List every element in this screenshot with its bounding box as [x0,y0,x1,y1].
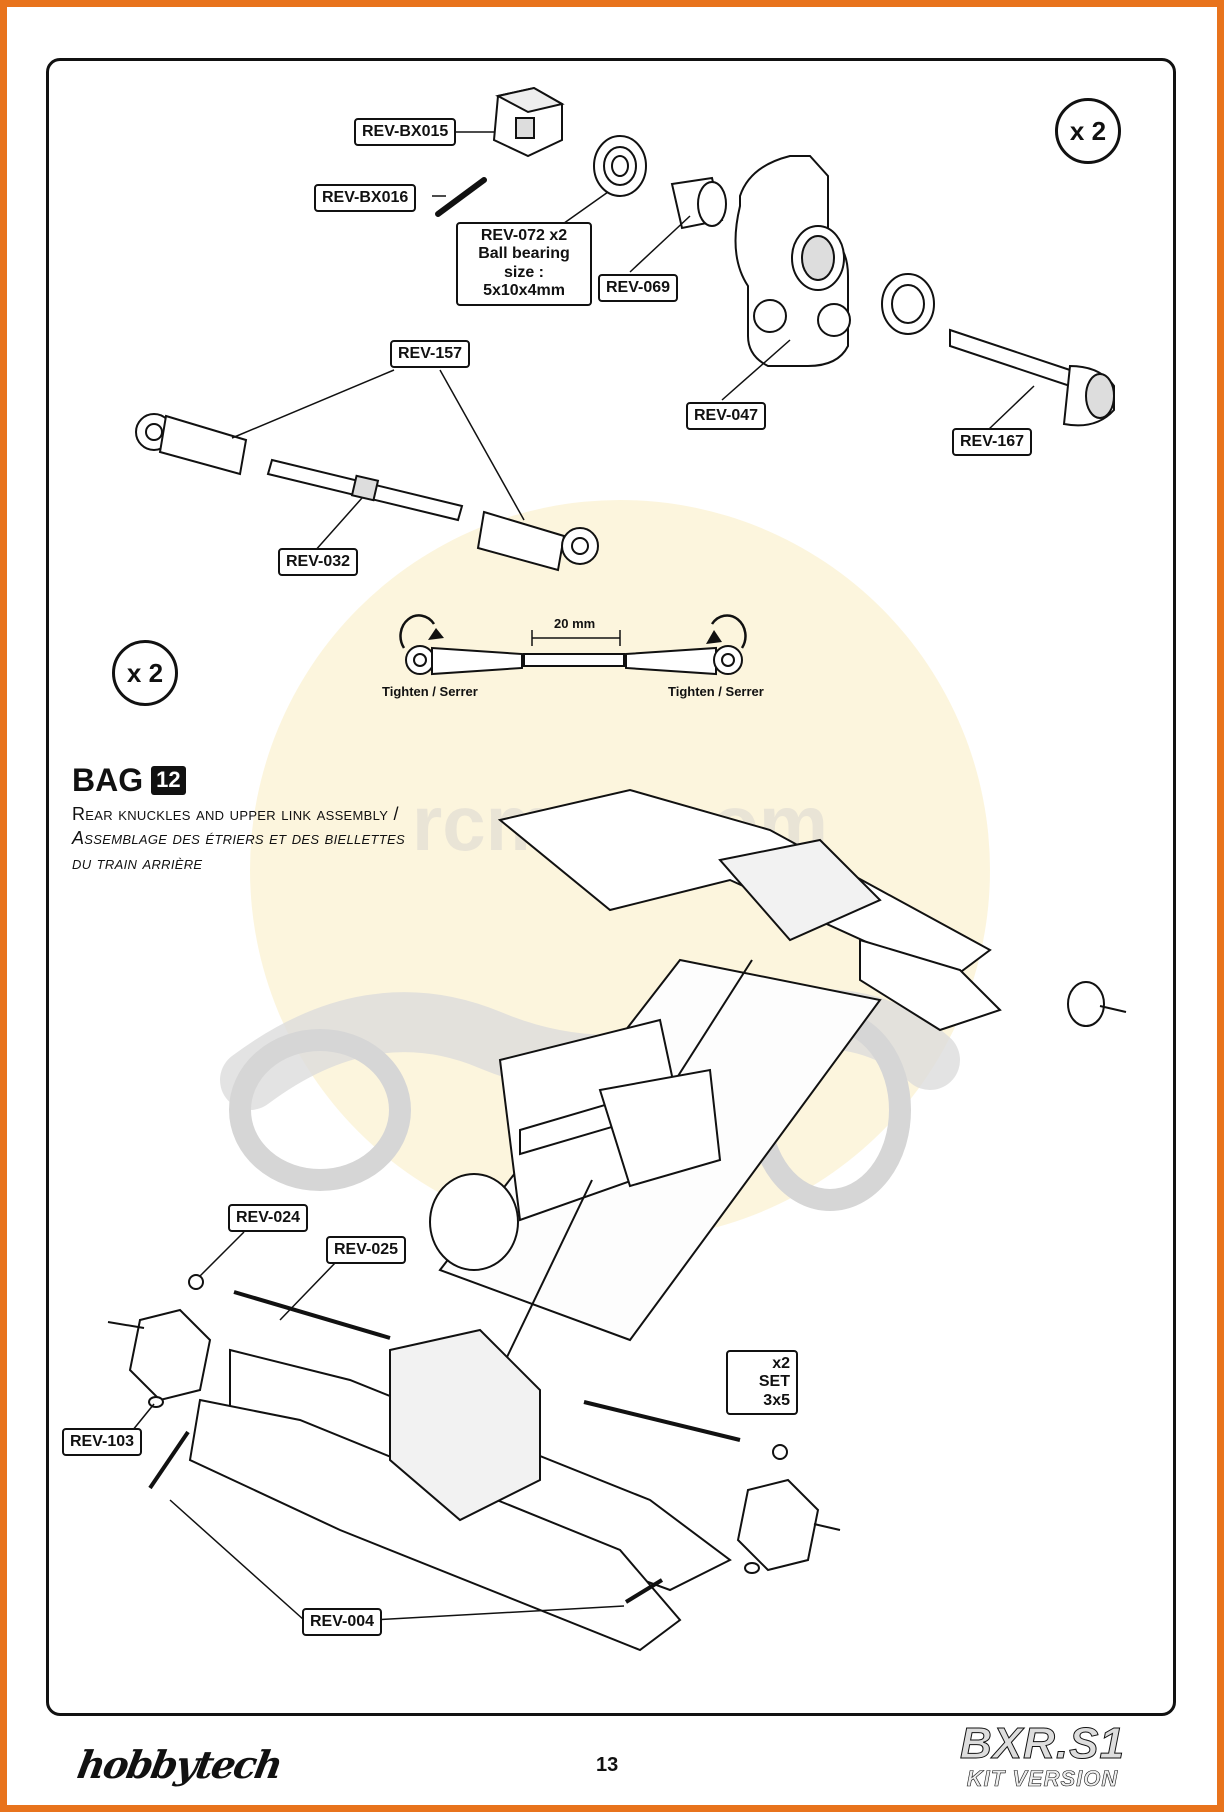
brand-logo-right: BXR.S1 KIT VERSION [960,1719,1125,1792]
page-number: 13 [596,1754,619,1776]
bag-description-fr-1: Assemblage des étriers et des biellettes [72,826,472,850]
content-frame [46,58,1176,1716]
quantity-badge-top: x 2 [1055,98,1121,164]
tighten-label-right: Tighten / Serrer [668,684,764,699]
bag-description: Rear knuckles and upper link assembly / … [72,802,472,875]
bag-number: 12 [151,766,186,795]
part-label-rev-072: REV-072 x2 Ball bearing size : 5x10x4mm [456,222,592,306]
part-label-rev-047: REV-047 [686,402,767,431]
part-label-rev-032: REV-032 [278,548,359,577]
rev-072-size-label: Ball bearing size : [478,245,570,281]
part-label-rev-bx016: REV-BX016 [314,184,417,213]
bag-title: BAG 12 [72,762,186,799]
quantity-badge-middle: x 2 [112,640,178,706]
part-label-rev-167: REV-167 [952,428,1033,457]
bag-description-en: Rear knuckles and upper link assembly / [72,804,399,824]
set-size: SET 3x5 [758,1373,790,1409]
bag-description-fr-2: du train arrière [72,851,472,875]
rev-072-size: 5x10x4mm [483,282,565,300]
product-version: KIT VERSION [966,1766,1119,1792]
bag-description-fr-1-text: Assemblage des étriers et des biellettes [72,828,405,849]
part-label-rev-103: REV-103 [62,1428,143,1457]
brand-logo-left: hobbytech [74,1742,285,1787]
link-length: 20 mm [554,616,596,631]
part-label-rev-025: REV-025 [326,1236,407,1265]
part-label-rev-bx015: REV-BX015 [354,118,457,147]
bag-label: BAG [72,762,144,798]
product-name: BXR.S1 [960,1719,1125,1768]
part-label-rev-069: REV-069 [598,274,679,303]
bag-description-fr-2-text: du train arrière [72,852,203,873]
tighten-label-left: Tighten / Serrer [382,684,478,699]
part-label-set-3x5: x2 SET 3x5 [726,1350,798,1416]
part-label-rev-024: REV-024 [228,1204,309,1233]
set-qty: x2 [772,1355,790,1372]
part-label-rev-004: REV-004 [302,1608,383,1637]
rev-072-qty: REV-072 x2 [480,227,568,244]
part-label-rev-157: REV-157 [390,340,471,369]
